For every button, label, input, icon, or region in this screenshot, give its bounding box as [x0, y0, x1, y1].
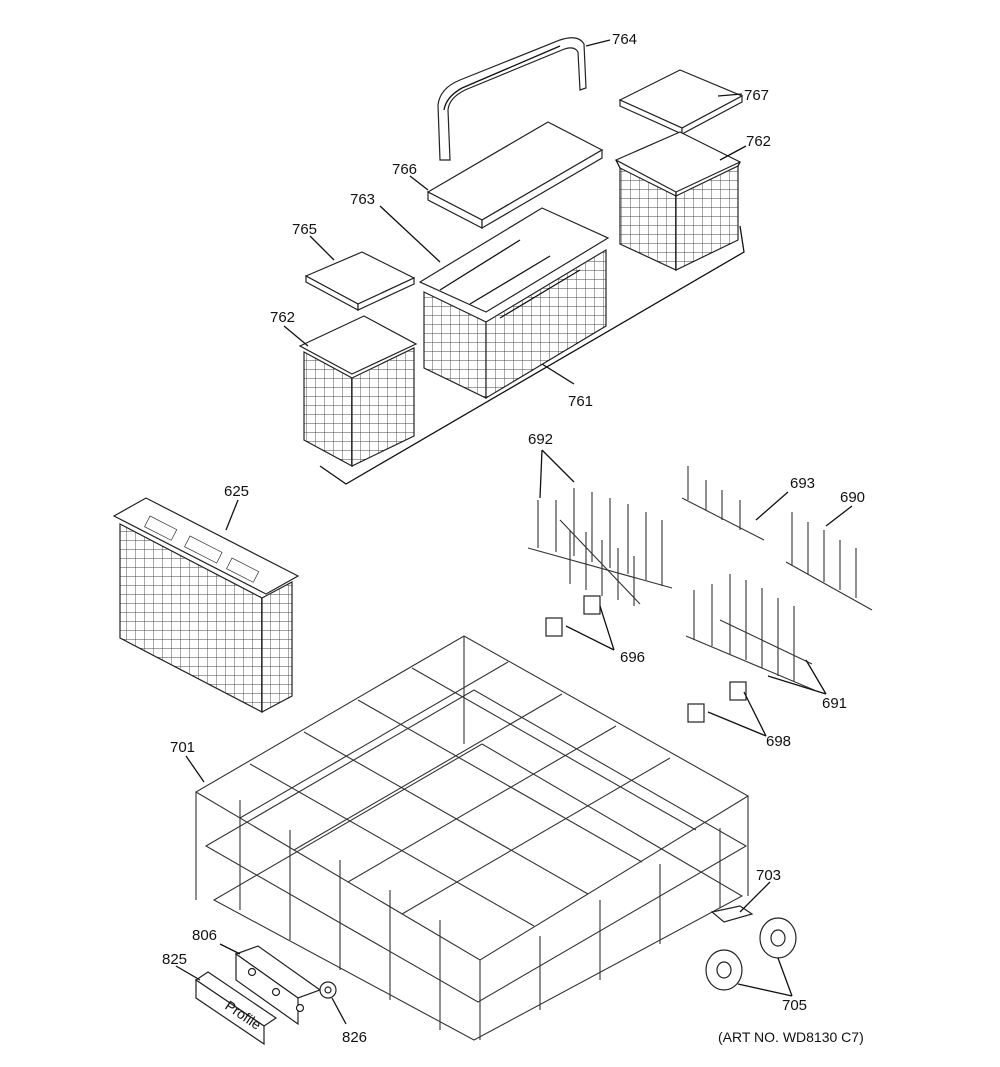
callout-698: 698 — [766, 733, 791, 750]
callout-690: 690 — [840, 489, 865, 506]
callout-826: 826 — [342, 1029, 367, 1046]
callout-764: 764 — [612, 31, 637, 48]
lower-rack — [194, 635, 750, 1041]
callout-703: 703 — [756, 867, 781, 884]
callout-705: 705 — [782, 997, 807, 1014]
tine-rows-691 — [685, 574, 815, 691]
leader-lines — [175, 39, 853, 1025]
small-basket-right — [614, 131, 742, 271]
callout-701: 701 — [170, 739, 195, 756]
callout-labels: 764 767 762 766 763 765 762 761 625 692 … — [162, 31, 865, 1046]
callout-766: 766 — [392, 161, 417, 178]
art-number: (ART NO. WD8130 C7) — [718, 1029, 864, 1045]
callout-767: 767 — [744, 87, 769, 104]
callout-691: 691 — [822, 695, 847, 712]
callout-762-left: 762 — [270, 309, 295, 326]
basket-cover-small-left — [304, 251, 416, 312]
callout-762-right: 762 — [746, 133, 771, 150]
basket-cover-long — [426, 121, 604, 230]
clips-698 — [687, 681, 747, 723]
rack-wheels — [705, 917, 797, 991]
tine-row-690 — [785, 512, 873, 611]
small-basket-left — [298, 315, 418, 468]
callout-696: 696 — [620, 649, 645, 666]
tine-row-693 — [681, 466, 765, 541]
basket-assembly-bracket — [319, 225, 745, 485]
callout-806: 806 — [192, 927, 217, 944]
rack-front-bracket — [234, 945, 322, 1026]
tine-rows-692 — [527, 488, 673, 606]
stud-826 — [319, 981, 337, 999]
callout-761: 761 — [568, 393, 593, 410]
basket-cover-small-right — [618, 69, 744, 135]
large-basket-center — [418, 207, 610, 400]
clips-696 — [545, 595, 601, 637]
callout-763: 763 — [350, 191, 375, 208]
utensil-basket — [112, 497, 300, 713]
basket-handle — [437, 37, 587, 161]
callout-765: 765 — [292, 221, 317, 238]
callout-692: 692 — [528, 431, 553, 448]
callout-825: 825 — [162, 951, 187, 968]
callout-625: 625 — [224, 483, 249, 500]
callout-693: 693 — [790, 475, 815, 492]
